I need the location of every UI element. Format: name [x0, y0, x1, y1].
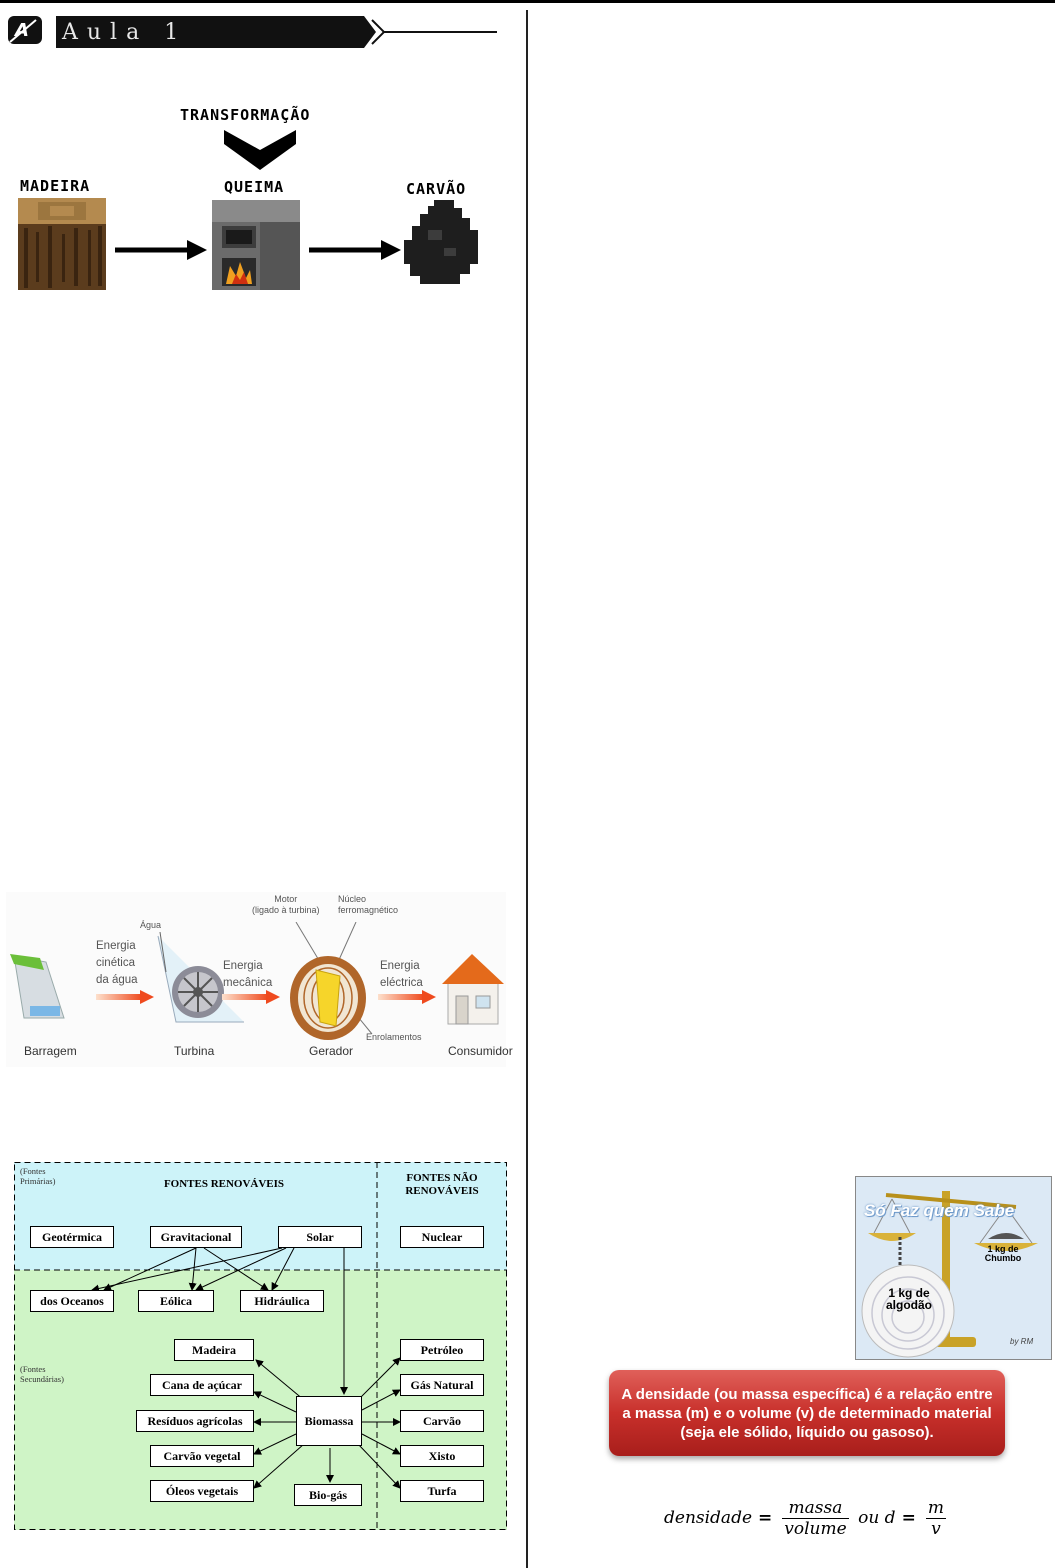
- box-nuclear: Nuclear: [400, 1226, 484, 1248]
- box-carvao-vegetal: Carvão vegetal: [150, 1445, 254, 1467]
- dam-diagram: Energia cinética da água Água Energia me…: [6, 892, 513, 1067]
- density-definition: A densidade (ou massa específica) é a re…: [609, 1370, 1005, 1456]
- arrow-right-icon: [222, 990, 280, 1004]
- formula-numerator-short: m: [925, 1498, 946, 1519]
- non-renewable-title: FONTES NÃO RENOVÁVEIS: [405, 1172, 479, 1197]
- formula-lhs: densidade: [664, 1508, 753, 1528]
- madeira-label: MADEIRA: [20, 177, 91, 195]
- box-hidraulica: Hidráulica: [240, 1290, 324, 1312]
- chevron-down-icon: [224, 130, 296, 170]
- generator-icon: [290, 922, 373, 1040]
- logo-icon: A: [8, 16, 42, 44]
- kinetic-energy-label: Energia cinética da água: [96, 940, 138, 986]
- scale-title: Só Faz quem Sabe: [864, 1201, 1015, 1220]
- wood-block-icon: [18, 198, 106, 290]
- scale-illustration: Só Faz quem Sabe 1 kg de Chumbo 1 kg de …: [855, 1176, 1052, 1360]
- formula-denominator-short: v: [931, 1519, 941, 1539]
- queima-label: QUEIMA: [224, 178, 285, 196]
- formula-lhs2: d: [884, 1508, 896, 1528]
- water-label: Água: [140, 920, 162, 930]
- stage-turbine-label: Turbina: [174, 1044, 215, 1058]
- box-geotermica: Geotérmica: [30, 1226, 114, 1248]
- box-madeira: Madeira: [174, 1339, 254, 1361]
- box-xisto: Xisto: [400, 1445, 484, 1467]
- box-cana: Cana de açúcar: [150, 1374, 254, 1396]
- stage-consumer-label: Consumidor: [448, 1044, 513, 1058]
- box-gravitacional: Gravitacional: [150, 1226, 242, 1248]
- box-biogas: Bio-gás: [294, 1484, 362, 1506]
- arrow-right-icon: [115, 240, 207, 260]
- arrow-right-icon: [96, 990, 154, 1004]
- diagram-lines: [14, 1162, 507, 1530]
- box-turfa: Turfa: [400, 1480, 484, 1502]
- renewable-title: FONTES RENOVÁVEIS: [163, 1178, 285, 1190]
- carvao-label: CARVÃO: [406, 180, 467, 198]
- stage-dam-label: Barragem: [24, 1044, 77, 1058]
- windings-label: Enrolamentos: [366, 1032, 422, 1042]
- transformation-label: TRANSFORMAÇÃO: [180, 106, 311, 124]
- primary-zone-label: (Fontes Primárias): [20, 1166, 56, 1186]
- motor-label: Motor (ligado à turbina): [252, 894, 320, 915]
- logo-letter: A: [13, 20, 29, 41]
- furnace-icon: [212, 200, 300, 290]
- column-divider: [526, 10, 528, 1568]
- box-solar: Solar: [278, 1226, 362, 1248]
- box-biomassa: Biomassa: [296, 1396, 362, 1446]
- balance-scale-icon: [861, 1191, 1038, 1358]
- core-label: Núcleo ferromagnético: [338, 894, 399, 915]
- box-residuos: Resíduos agrícolas: [136, 1410, 254, 1432]
- box-oceanos: dos Oceanos: [30, 1290, 114, 1312]
- electric-energy-label: Energia eléctrica: [380, 960, 423, 989]
- arrow-right-icon: [309, 240, 401, 260]
- arrow-right-icon: [378, 990, 436, 1004]
- box-eolica: Eólica: [138, 1290, 214, 1312]
- box-gas-natural: Gás Natural: [400, 1374, 484, 1396]
- cotton-weight-label: 1 kg de algodão: [885, 1286, 932, 1312]
- secondary-zone-label: (Fontes Secundárias): [20, 1364, 64, 1384]
- stage-generator-label: Gerador: [309, 1044, 354, 1058]
- lesson-title: Aula 1: [62, 20, 188, 45]
- house-icon: [442, 954, 504, 1025]
- signature: by RM: [1010, 1337, 1034, 1346]
- turbine-icon: [157, 932, 244, 1023]
- top-rule: [0, 0, 1055, 3]
- mechanical-energy-label: Energia mecânica: [223, 960, 273, 989]
- box-oleos: Óleos vegetais: [150, 1480, 254, 1502]
- box-petroleo: Petróleo: [400, 1339, 484, 1361]
- coal-icon: [404, 200, 478, 284]
- box-carvao: Carvão: [400, 1410, 484, 1432]
- lead-weight-label: 1 kg de Chumbo: [984, 1244, 1022, 1263]
- formula-numerator: massa: [782, 1498, 849, 1519]
- formula-or: ou: [858, 1508, 880, 1528]
- dam-icon: [10, 954, 65, 1019]
- formula-denominator: volume: [784, 1519, 847, 1539]
- title-banner: [56, 16, 497, 48]
- energy-sources-diagram: (Fontes Primárias) (Fontes Secundárias) …: [14, 1162, 507, 1530]
- primary-zone: [14, 1162, 507, 1270]
